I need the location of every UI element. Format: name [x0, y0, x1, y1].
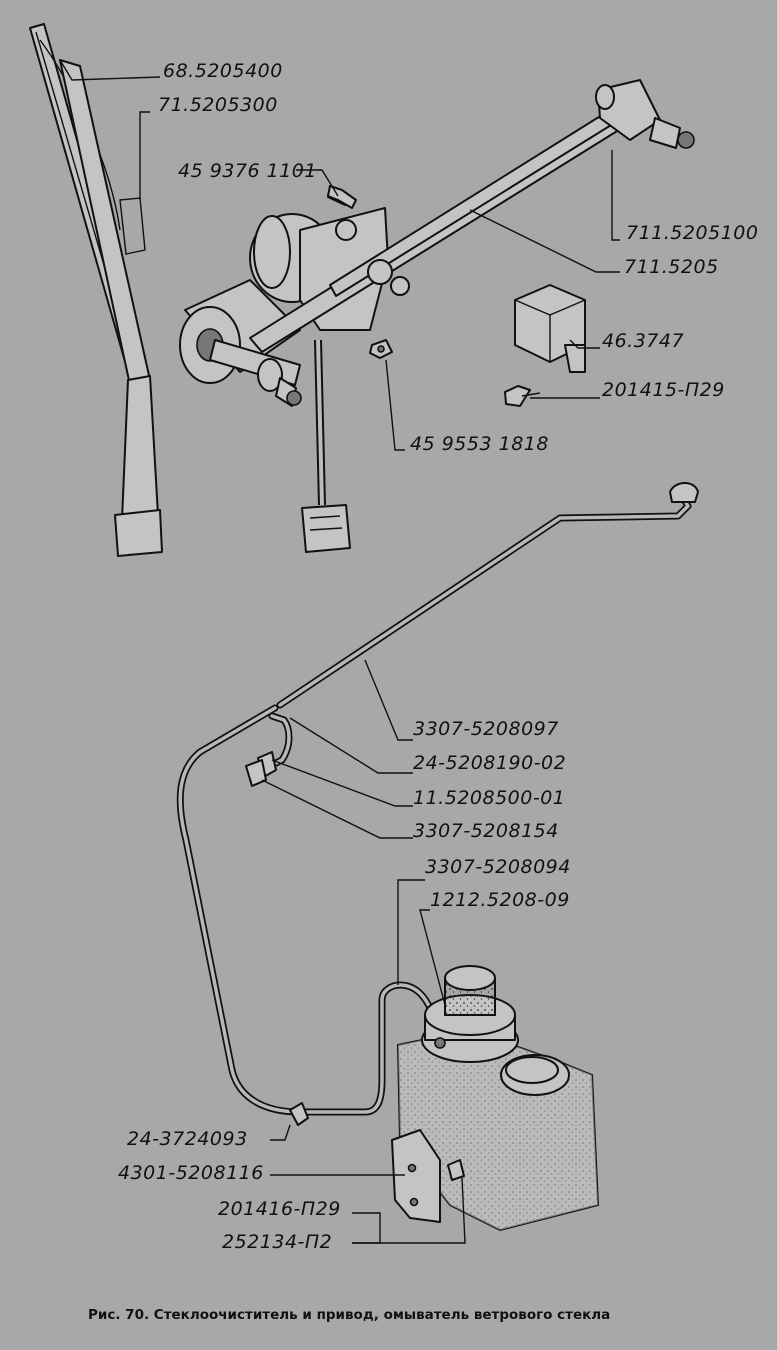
part-label-11-5208500-01: 11.5208500-01 [413, 787, 566, 809]
part-label-3307-5208154: 3307-5208154 [413, 820, 559, 842]
screw-201415 [504, 385, 541, 407]
tee-24-5208190 [245, 712, 293, 787]
relay-46-3747 [514, 284, 586, 373]
part-label-3307-5208097: 3307-5208097 [413, 718, 559, 740]
motor-wire [301, 339, 351, 553]
washer-hose-3307-5208097 [276, 482, 699, 709]
part-label-71-5205300: 71.5205300 [158, 94, 278, 116]
part-label-46-3747: 46.3747 [602, 330, 685, 352]
washer-reservoir [396, 1028, 600, 1232]
pivot-bolt [257, 358, 302, 407]
bolt-45937 [327, 185, 357, 209]
part-label-201416-p29: 201416-П29 [218, 1198, 341, 1220]
part-label-711-5205: 711.5205 [624, 256, 719, 278]
washer-pump [421, 965, 519, 1063]
part-label-68-5205400: 68.5205400 [163, 60, 283, 82]
part-label-252134-p2: 252134-П2 [222, 1231, 333, 1253]
hose-clip [289, 1102, 309, 1126]
part-label-3307-5208094: 3307-5208094 [425, 856, 571, 878]
part-label-24-3724093: 24-3724093 [127, 1128, 248, 1150]
leader-lines [59, 59, 620, 1244]
part-label-45-9553-1818: 45 9553 1818 [410, 433, 549, 455]
wiper-arm [59, 59, 163, 557]
part-label-1212-5208-09: 1212.5208-09 [430, 889, 570, 911]
washer-hose-main [176, 704, 442, 1116]
part-label-711-5205100: 711.5205100 [626, 222, 759, 244]
wiper-motor [179, 185, 389, 384]
figure-caption: Рис. 70. Стеклоочиститель и привод, омыв… [88, 1307, 611, 1323]
part-label-201415-p29: 201415-П29 [602, 379, 725, 401]
wiper-pivot [595, 79, 695, 149]
part-label-24-5208190-02: 24-5208190-02 [413, 752, 567, 774]
nut-45955 [369, 339, 393, 359]
reservoir-bracket [391, 1129, 465, 1223]
part-label-45-9376-1101: 45 9376 1101 [178, 160, 317, 182]
part-label-4301-5208116: 4301-5208116 [118, 1162, 264, 1184]
